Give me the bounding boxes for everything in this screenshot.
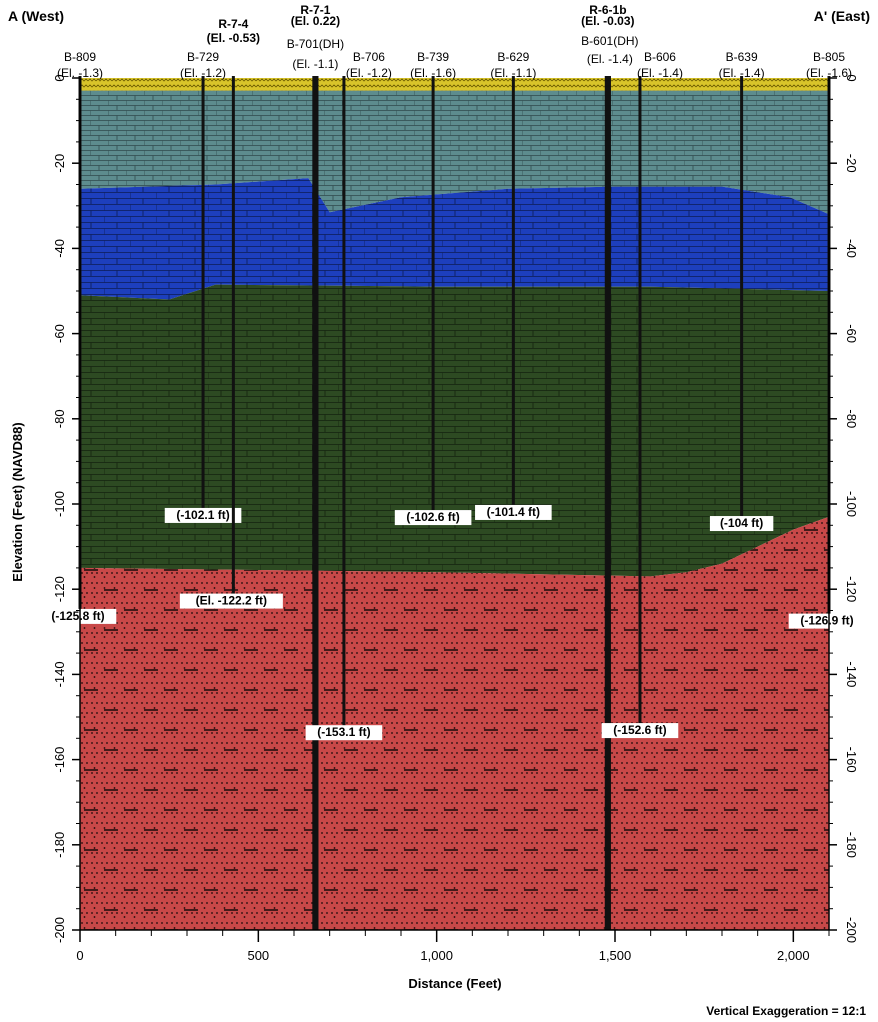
depth-label-box <box>788 613 866 629</box>
y-tick-label-right: -140 <box>844 661 859 687</box>
depth-label-box <box>164 507 242 523</box>
boring-depth-label: (-101.4 ft) <box>475 504 552 520</box>
depth-label-box <box>39 608 117 624</box>
boring-elevation-label: (El. -1.3) <box>57 66 103 80</box>
boring-depth-label: (El. -122.2 ft) <box>179 593 283 609</box>
y-tick-label-left: -200 <box>52 917 67 943</box>
depth-label-box <box>179 593 283 609</box>
boring-elevation-label: (El. -0.03) <box>581 14 634 28</box>
y-tick-label-right: -120 <box>844 576 859 602</box>
x-tick-label: 500 <box>247 948 269 963</box>
boring-elevation-label: (El. -1.4) <box>719 66 765 80</box>
boring-elevation-label: (El. -1.1) <box>292 57 338 71</box>
boring-depth-label: (-152.6 ft) <box>601 723 679 739</box>
boring-elevation-label: (El. -1.4) <box>637 66 683 80</box>
y-tick-label-right: -60 <box>844 324 859 343</box>
depth-label-box <box>475 504 552 520</box>
y-tick-label-right: -100 <box>844 491 859 517</box>
boring-name-label: R-6-1b <box>589 3 626 17</box>
boring-elevation-label: (El. -1.2) <box>180 66 226 80</box>
depth-label-text: (-102.6 ft) <box>406 510 459 524</box>
boring-name-label: R-7-1 <box>300 3 330 17</box>
depth-label-text: (-101.4 ft) <box>487 505 540 519</box>
depth-label-text: (-126.9 ft) <box>800 614 853 628</box>
y-tick-label-left: -100 <box>52 491 67 517</box>
depth-label-text: (-125.8 ft) <box>51 609 104 623</box>
x-tick-label: 2,000 <box>777 948 810 963</box>
y-tick-label-left: -40 <box>52 239 67 258</box>
y-axis-title: Elevation (Feet) (NAVD88) <box>10 422 25 581</box>
y-tick-label-left: -140 <box>52 661 67 687</box>
y-tick-label-left: -180 <box>52 832 67 858</box>
boring-name-label: B-809 <box>64 50 96 64</box>
red-layer-dashes <box>80 516 829 930</box>
y-tick-label-right: -40 <box>844 239 859 258</box>
east-label: A' (East) <box>814 8 870 24</box>
depth-label-text: (-152.6 ft) <box>613 723 666 737</box>
y-tick-label-right: -80 <box>844 409 859 428</box>
y-tick-label-right: 0 <box>844 74 859 81</box>
y-tick-label-left: -80 <box>52 409 67 428</box>
boring-name-label: B-739 <box>417 50 449 64</box>
axes: 0 500 1,000 1,500 2,000 0 0 -20 -20 -40 -40 -60 -60 -… <box>52 74 859 963</box>
boring-elevation-label: (El. -0.53) <box>207 31 260 45</box>
west-label: A (West) <box>8 8 64 24</box>
y-tick-label-right: -160 <box>844 747 859 773</box>
x-tick-label: 1,500 <box>599 948 632 963</box>
upper-layer-pattern <box>80 90 829 215</box>
y-tick-label-left: 0 <box>52 74 67 81</box>
y-tick-label-right: -200 <box>844 917 859 943</box>
green-layer-pattern <box>80 284 829 577</box>
boring-name-label: B-701(DH) <box>287 37 344 51</box>
surface-layer-pattern <box>80 78 829 91</box>
y-tick-label-left: -160 <box>52 747 67 773</box>
x-axis-title: Distance (Feet) <box>408 976 501 991</box>
x-tick-label: 1,000 <box>420 948 453 963</box>
y-tick-label-left: -20 <box>52 154 67 173</box>
boring-depth-label: (-125.8 ft) <box>39 608 117 624</box>
depth-label-text: (-153.1 ft) <box>317 725 370 739</box>
depth-label-text: (-102.1 ft) <box>176 508 229 522</box>
stratigraphic-layers <box>80 78 829 930</box>
depth-label-box <box>601 723 679 739</box>
boring-name-label: B-805 <box>813 50 845 64</box>
boring-name-label: B-706 <box>353 50 385 64</box>
boring-depth-label: (-104 ft) <box>709 516 774 532</box>
boring-depth-label: (-102.1 ft) <box>164 507 242 523</box>
boring-elevation-label: (El. -1.6) <box>410 66 456 80</box>
y-tick-label-left: -60 <box>52 324 67 343</box>
boring-elevation-label: (El. -1.6) <box>806 66 852 80</box>
x-tick-label: 0 <box>76 948 83 963</box>
blue-layer-pattern <box>80 178 829 300</box>
boring-name-label: B-629 <box>497 50 529 64</box>
y-tick-label-right: -20 <box>844 154 859 173</box>
depth-label-box <box>305 725 383 741</box>
boring-depth-label: (-102.6 ft) <box>394 510 472 526</box>
boring-elevation-label: (El. 0.22) <box>291 14 340 28</box>
depth-label-text: (El. -122.2 ft) <box>196 594 267 608</box>
boring-depth-label: (-153.1 ft) <box>305 725 383 741</box>
y-tick-label-right: -180 <box>844 832 859 858</box>
boring-depth-label: (-126.9 ft) <box>788 613 866 629</box>
boring-name-label: R-7-4 <box>218 17 248 31</box>
boring-name-label: B-606 <box>644 50 676 64</box>
boring-elevation-label: (El. -1.4) <box>587 52 633 66</box>
depth-label-text: (-104 ft) <box>720 516 763 530</box>
boring-name-label: B-601(DH) <box>581 34 638 48</box>
boring-elevation-label: (El. -1.1) <box>490 66 536 80</box>
boring-elevation-label: (El. -1.2) <box>346 66 392 80</box>
boring-name-label: B-639 <box>726 50 758 64</box>
y-tick-label-left: -120 <box>52 576 67 602</box>
vertical-exaggeration-note: Vertical Exaggeration = 12:1 <box>706 1004 866 1018</box>
boring-name-label: B-729 <box>187 50 219 64</box>
depth-label-box <box>394 510 472 526</box>
depth-label-box <box>709 516 774 532</box>
